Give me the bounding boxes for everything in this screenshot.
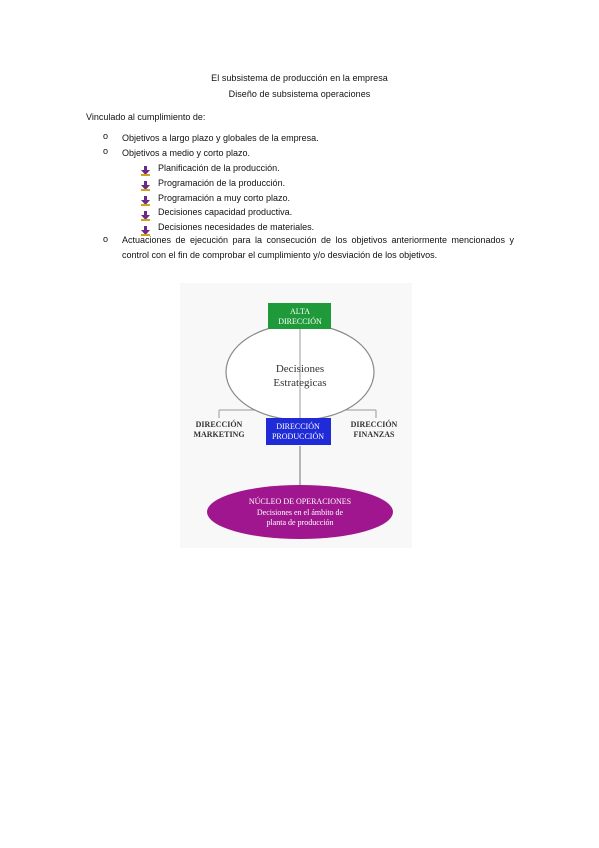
produccion-label-1: DIRECCIÓN [276,421,320,431]
nucleo-label-3: planta de producción [266,518,333,527]
alta-direccion-label-1: ALTA [290,307,310,316]
finanzas-label-2: FINANZAS [354,430,395,439]
arrow-bullet-icon [141,193,150,206]
arrow-bullet-icon [141,178,150,191]
bullet-item-ejecucion: Actuaciones de ejecución para la consecu… [122,235,514,260]
bullet-item-medium-term: Objetivos a medio y corto plazo. [122,148,251,158]
bullet-marker: o [103,234,109,244]
sub-item-programacion: Programación de la producción. [158,178,286,188]
document-subtitle: Diseño de subsistema operaciones [228,89,371,99]
produccion-label-2: PRODUCCIÓN [272,431,324,441]
finanzas-label-1: DIRECCIÓN [351,419,398,429]
arrow-bullet-icon [141,208,150,221]
nucleo-label-1: NÚCLEO DE OPERACIONES [249,496,351,506]
bullet-item-long-term: Objetivos a largo plazo y globales de la… [122,133,319,143]
document-title: El subsistema de producción en la empres… [211,73,388,83]
intro-text: Vinculado al cumplimiento de: [86,112,206,122]
nucleo-label-2: Decisiones en el ámbito de [257,508,344,517]
arrow-bullet-icon [141,223,150,236]
bullet-marker: o [103,146,109,156]
bullet-marker: o [103,131,109,141]
produccion-box [266,418,331,445]
decisiones-label-1: Decisiones [276,363,324,375]
alta-direccion-label-2: DIRECCIÓN [278,316,322,326]
sub-item-materiales: Decisiones necesidades de materiales. [158,222,315,232]
marketing-label-2: MARKETING [193,430,244,439]
marketing-label-1: DIRECCIÓN [196,419,243,429]
sub-item-capacidad: Decisiones capacidad productiva. [158,207,293,217]
nucleo-ellipse [207,485,393,539]
alta-direccion-box [268,303,331,329]
decisiones-label-2: Estrategicas [273,377,326,389]
sub-item-muy-corto-plazo: Programación a muy corto plazo. [158,193,291,203]
sub-item-planificacion: Planificación de la producción. [158,163,280,173]
arrow-bullet-icon [141,163,150,176]
